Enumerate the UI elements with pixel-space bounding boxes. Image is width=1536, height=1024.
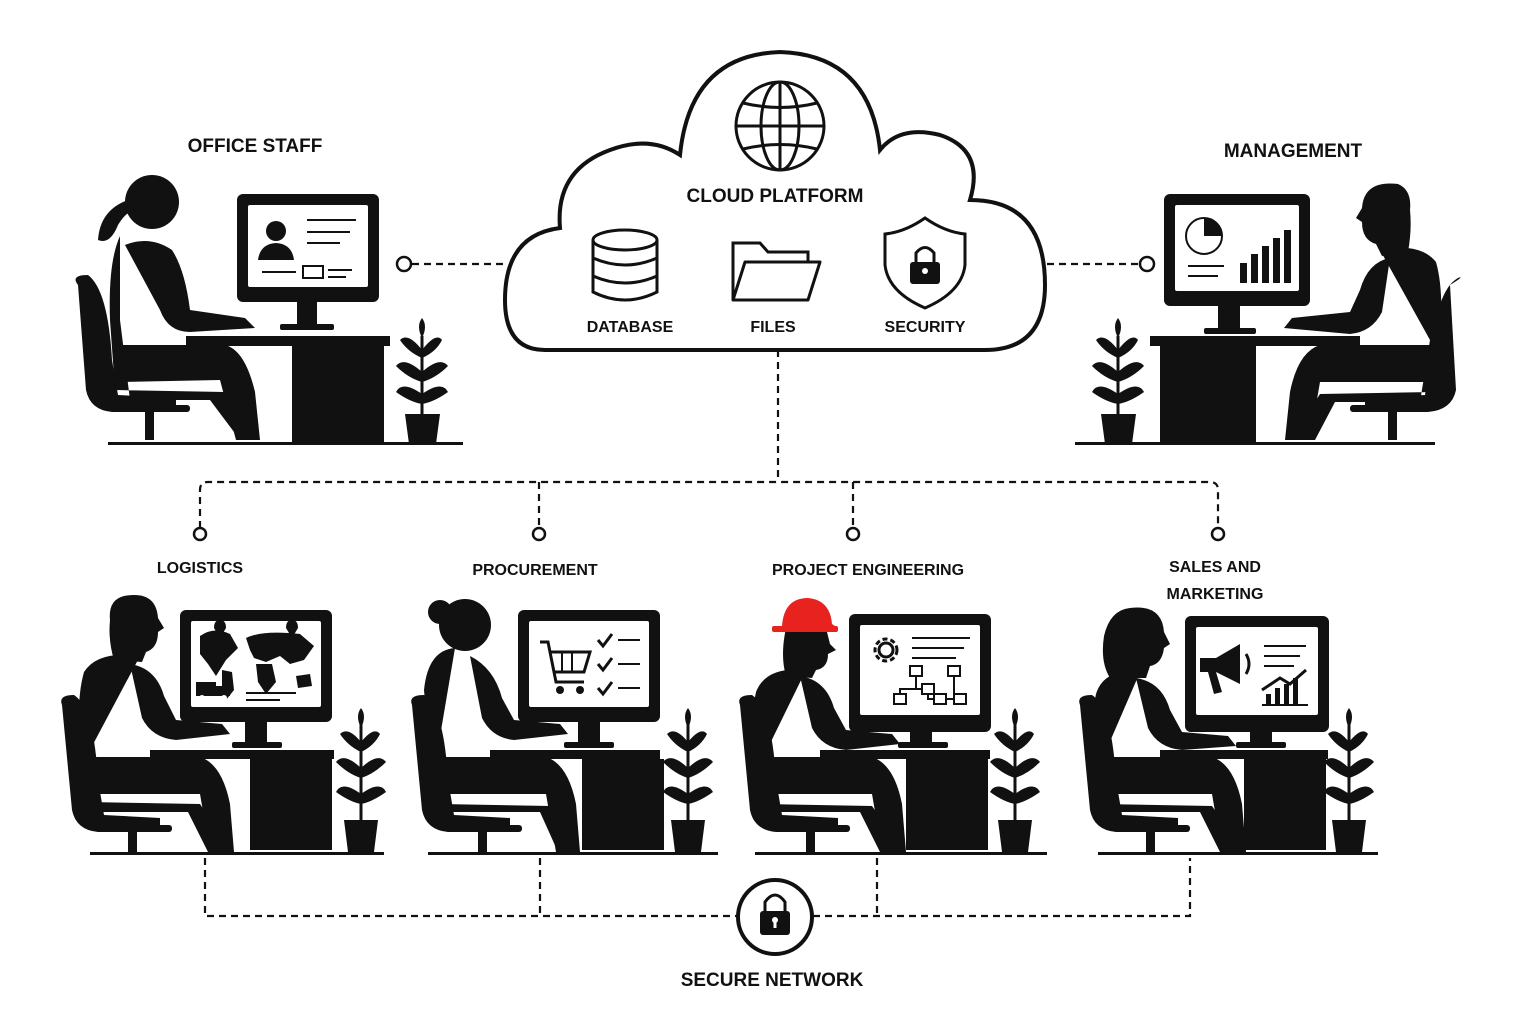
- connectors: [192, 255, 1226, 918]
- world-map-truck-icon: [196, 620, 314, 701]
- plant-icon: [336, 708, 386, 852]
- connector-node-office: [395, 255, 413, 273]
- station-logistics: LOGISTICS: [61, 560, 386, 855]
- connector-node-engineering: [845, 526, 861, 542]
- station-label-office-staff: OFFICE STAFF: [188, 136, 323, 157]
- connector-node-management: [1138, 255, 1156, 273]
- shopping-cart-checklist-icon: [540, 633, 640, 697]
- hard-hat-icon: [772, 598, 838, 632]
- connector-node-logistics: [192, 526, 208, 542]
- cloud-title: CLOUD PLATFORM: [687, 186, 864, 207]
- station-label-sales-line1: SALES AND: [1169, 559, 1261, 576]
- service-label-security: SECURITY: [885, 319, 966, 336]
- connector-node-procurement: [531, 526, 547, 542]
- gear-flowchart-icon: [873, 637, 970, 705]
- padlock-icon: [736, 878, 814, 956]
- station-label-management: MANAGEMENT: [1224, 141, 1363, 162]
- pie-bar-chart-icon: [1185, 217, 1291, 283]
- plant-icon: [663, 708, 713, 852]
- profile-card-icon: [258, 219, 356, 279]
- shield-lock-icon: [883, 216, 967, 310]
- station-label-sales-line2: MARKETING: [1167, 586, 1264, 603]
- station-office-staff: OFFICE STAFF: [75, 136, 463, 445]
- station-label-logistics: LOGISTICS: [157, 560, 244, 577]
- plant-icon: [1324, 708, 1374, 852]
- plant-icon: [990, 708, 1040, 852]
- plant-icon: [1092, 318, 1144, 444]
- connector-node-sales: [1210, 526, 1226, 542]
- globe-icon: [734, 80, 826, 172]
- service-label-database: DATABASE: [587, 319, 674, 336]
- station-procurement: PROCUREMENT: [411, 562, 718, 855]
- megaphone-chart-icon: [1200, 644, 1308, 706]
- station-sales-marketing: SALES AND MARKETING: [1079, 559, 1378, 855]
- secure-network-label: SECURE NETWORK: [681, 970, 864, 991]
- station-label-procurement: PROCUREMENT: [472, 562, 598, 579]
- service-label-files: FILES: [750, 319, 796, 336]
- station-label-project-engineering: PROJECT ENGINEERING: [772, 562, 964, 579]
- folder-icon: [731, 241, 822, 302]
- cloud-platform: CLOUD PLATFORM DATABASE FILES SECURITY: [502, 49, 1048, 352]
- database-icon: [591, 228, 659, 302]
- secure-network: SECURE NETWORK: [681, 878, 864, 991]
- plant-icon: [396, 318, 448, 444]
- station-project-engineering: PROJECT ENGINEERING: [739, 562, 1047, 855]
- station-management: MANAGEMENT: [1075, 141, 1461, 445]
